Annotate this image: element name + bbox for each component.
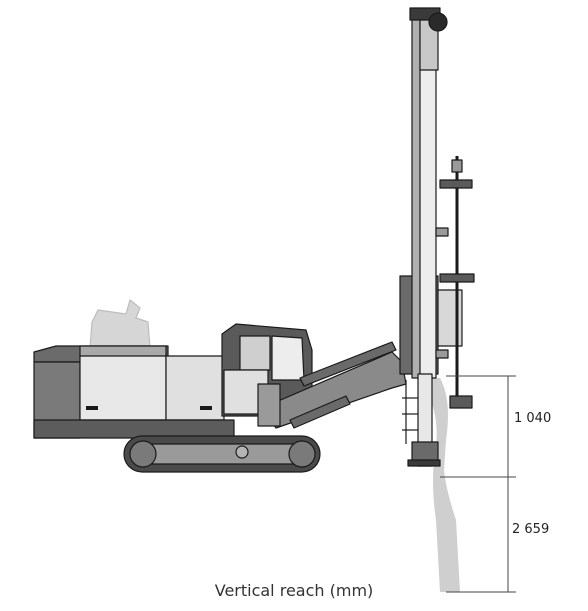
boom-lower-cylinder <box>289 395 351 429</box>
track-idler <box>288 440 316 468</box>
ghost-canopy <box>89 299 151 349</box>
body-lower-skirt <box>33 419 235 439</box>
rod-centralizer <box>449 395 473 409</box>
feed-mast <box>417 17 437 379</box>
hose-fitting <box>435 227 449 237</box>
cab-door-window <box>271 335 305 381</box>
track-sprocket <box>129 440 157 468</box>
rod-guide <box>451 159 463 173</box>
dimension-label-upper: 1 040 <box>514 411 552 426</box>
cab-window <box>239 335 271 371</box>
engine-upper-strip <box>79 345 167 357</box>
panel-vent <box>86 406 98 410</box>
track-roller <box>235 445 249 459</box>
dimension-label-lower: 2 659 <box>512 522 550 537</box>
hose-fitting <box>435 349 449 359</box>
front-body-panel <box>165 355 225 421</box>
rod-clamp <box>439 273 475 283</box>
top-sheave <box>428 12 448 32</box>
panel-vent <box>200 406 212 410</box>
reach-zone <box>420 378 460 592</box>
diagram-caption: Vertical reach (mm) <box>214 581 374 600</box>
engine-side-panel <box>79 353 167 421</box>
mast-rail <box>411 17 421 379</box>
boom-base-bracket <box>257 383 281 427</box>
foot-pad <box>407 459 441 467</box>
track-inner <box>145 443 303 465</box>
rod-clamp <box>439 179 473 189</box>
boom-cylinder <box>299 341 397 387</box>
